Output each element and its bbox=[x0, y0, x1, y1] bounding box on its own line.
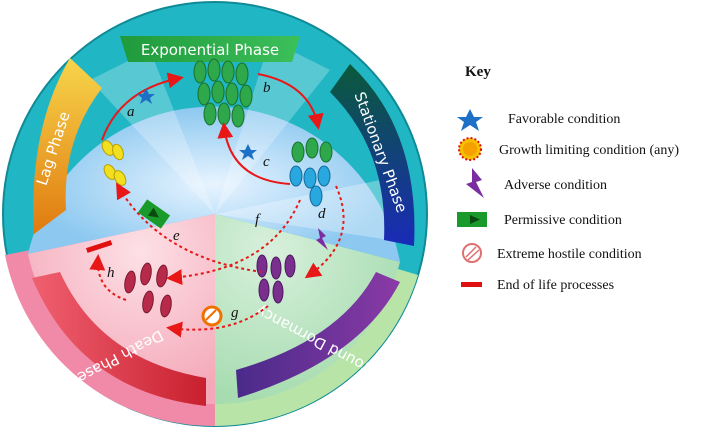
lag-bacteria bbox=[101, 140, 127, 186]
arrow-a bbox=[101, 72, 184, 141]
lag-phase-banner bbox=[33, 58, 102, 234]
step-label-h: h bbox=[107, 265, 115, 281]
step-label-c: c bbox=[263, 154, 270, 170]
step-label-b: b bbox=[263, 80, 271, 96]
stationary-bacteria bbox=[289, 137, 333, 207]
key-panel: Key Favorable condition Growth limiting … bbox=[457, 64, 679, 293]
light-ray bbox=[215, 180, 390, 240]
star-icon bbox=[239, 144, 257, 160]
step-label-e: e bbox=[173, 228, 180, 244]
exponential-bacteria bbox=[193, 58, 253, 128]
arrow-h bbox=[89, 254, 127, 301]
key-item-adverse: Adverse condition bbox=[504, 178, 607, 193]
key-item-extreme-hostile: Extreme hostile condition bbox=[497, 247, 642, 262]
death-bacteria bbox=[124, 262, 172, 318]
light-ray bbox=[215, 40, 330, 214]
step-label-g: g bbox=[231, 305, 239, 321]
key-item-end-of-life: End of life processes bbox=[497, 278, 614, 293]
bar-icon bbox=[86, 240, 113, 253]
dormancy-phase-banner bbox=[236, 272, 400, 398]
step-label-f: f bbox=[255, 212, 261, 228]
arrow-d bbox=[304, 185, 345, 279]
arrow-g bbox=[166, 305, 269, 338]
lightning-icon bbox=[316, 228, 328, 250]
hatched-circle-icon bbox=[201, 305, 223, 327]
death-sector bbox=[28, 214, 215, 405]
star-icon bbox=[137, 88, 155, 104]
sun-icon bbox=[458, 137, 482, 161]
bar-icon bbox=[461, 282, 482, 287]
death-phase-banner bbox=[32, 272, 206, 406]
stationary-phase-banner bbox=[330, 64, 415, 246]
step-label-a: a bbox=[127, 104, 135, 120]
play-flag-icon bbox=[137, 199, 171, 229]
arrow-b bbox=[257, 73, 324, 130]
lightning-icon bbox=[466, 168, 484, 198]
light-ray bbox=[90, 50, 215, 214]
arrow-e bbox=[115, 182, 263, 273]
hatched-circle-icon bbox=[462, 243, 482, 263]
step-label-d: d bbox=[318, 206, 326, 222]
star-icon bbox=[457, 109, 483, 131]
exponential-phase-label: Exponential Phase bbox=[141, 41, 279, 59]
play-flag-icon bbox=[457, 212, 487, 227]
key-title: Key bbox=[465, 64, 491, 80]
key-item-favorable: Favorable condition bbox=[508, 112, 620, 127]
key-item-permissive: Permissive condition bbox=[504, 213, 622, 228]
arrow-f bbox=[166, 199, 301, 286]
key-item-growth-limiting: Growth limiting condition (any) bbox=[499, 143, 679, 158]
exponential-phase-banner bbox=[120, 36, 300, 62]
arrow-c bbox=[217, 122, 291, 185]
